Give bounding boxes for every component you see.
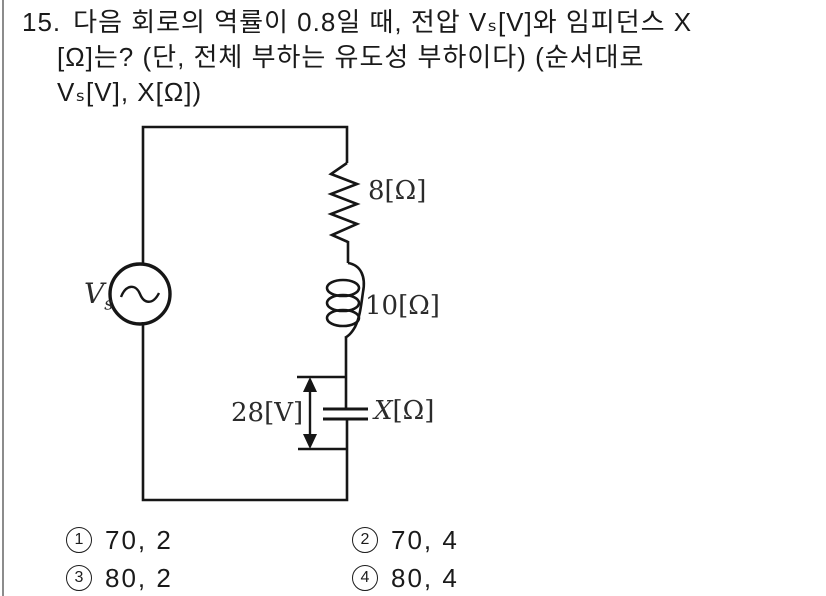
resistor-value-label: 8[Ω]	[368, 176, 427, 206]
choice-1-text: 70, 2	[105, 524, 173, 555]
choice-2[interactable]: 2 70, 4	[352, 524, 459, 555]
choice-3-text: 80, 2	[105, 562, 173, 593]
choice-3-circled-number[interactable]: 3	[66, 565, 92, 591]
capacitor-voltage-label: 28[V]	[231, 398, 304, 428]
capacitor-value-label: X[Ω]	[374, 396, 434, 426]
inductor-symbol	[325, 261, 366, 340]
question-line-2: [Ω]는? (단, 전체 부하는 유도성 부하이다) (순서대로	[57, 42, 645, 72]
page-border-line	[2, 0, 4, 596]
arrowhead-down-icon	[303, 434, 317, 449]
choice-1[interactable]: 1 70, 2	[66, 524, 173, 555]
source-voltage-symbol-text: V	[84, 277, 105, 310]
inductor-value-label: 10[Ω]	[365, 291, 440, 321]
source-voltage-subscript: s	[104, 294, 114, 315]
question-line-1-wrap: 15. 다음 회로의 역률이 0.8일 때, 전압 Vₛ[V]와 임피던스 X	[22, 8, 692, 36]
question-line-1: 다음 회로의 역률이 0.8일 때, 전압 Vₛ[V]와 임피던스 X	[73, 7, 693, 37]
resistor-symbol	[327, 161, 361, 244]
choice-4[interactable]: 4 80, 4	[352, 562, 459, 593]
choice-2-text: 70, 4	[391, 524, 459, 555]
question-line-3: Vₛ[V], X[Ω])	[57, 77, 203, 107]
voltage-measure-arrow	[297, 375, 348, 451]
choice-4-text: 80, 4	[391, 562, 459, 593]
question-number: 15.	[22, 7, 62, 37]
voltage-source-symbol	[108, 262, 172, 326]
capacitor-symbol	[323, 407, 368, 421]
source-voltage-label: Vs	[84, 279, 113, 320]
choice-4-circled-number[interactable]: 4	[352, 565, 378, 591]
choice-3[interactable]: 3 80, 2	[66, 562, 173, 593]
circuit-wires	[141, 125, 350, 502]
arrowhead-up-icon	[303, 377, 317, 392]
choice-2-circled-number[interactable]: 2	[352, 527, 378, 553]
choice-1-circled-number[interactable]: 1	[66, 527, 92, 553]
capacitor-unit-text: [Ω]	[392, 396, 435, 426]
capacitor-symbol-text: X	[374, 396, 393, 426]
